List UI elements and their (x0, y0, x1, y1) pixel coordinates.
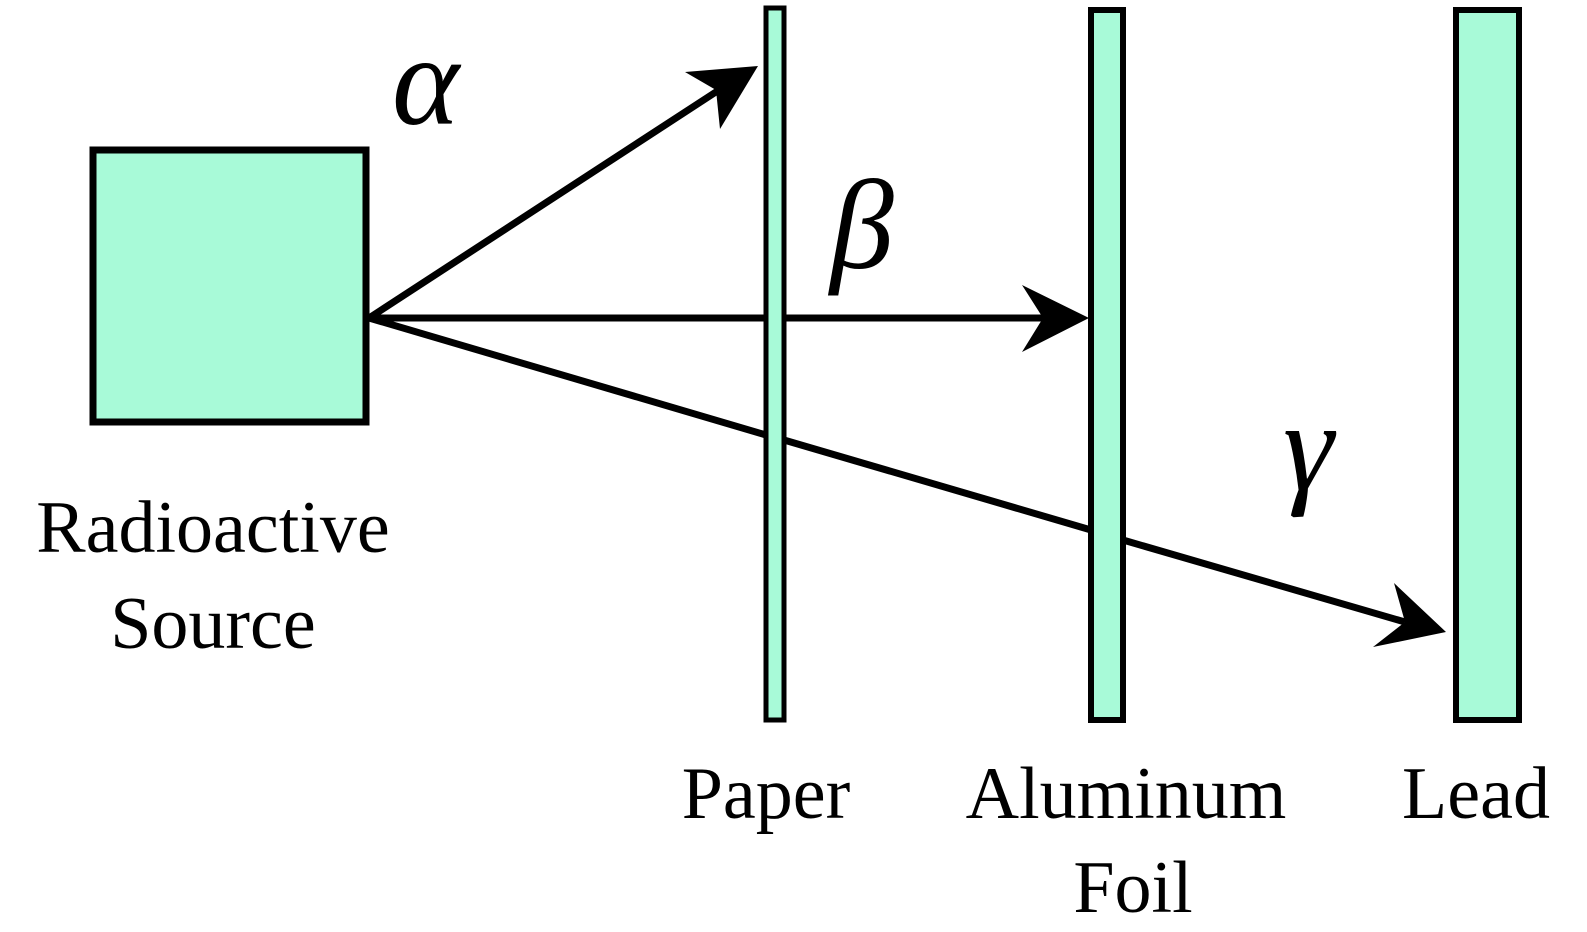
paper-barrier (763, 5, 787, 723)
alpha-label: α (392, 10, 462, 152)
beta-ray-arrowhead (1022, 285, 1089, 352)
aluminum-foil-barrier (1088, 7, 1126, 723)
gamma-ray-arrowhead (1373, 583, 1446, 647)
alpha-ray-line (367, 85, 724, 321)
aluminum-label-line1: Aluminum (966, 753, 1287, 835)
radioactive-source-box (89, 146, 370, 426)
gamma-ray-segment-1 (368, 314, 767, 439)
source-label-line2: Source (110, 583, 316, 665)
paper-label: Paper (682, 753, 851, 835)
beta-label: β (827, 154, 894, 296)
aluminum-label-line2: Foil (1073, 847, 1192, 929)
gamma-ray-segment-2 (783, 436, 1092, 534)
gamma-label: γ (1283, 376, 1337, 518)
alpha-ray-arrowhead (685, 66, 758, 129)
source-label-line1: Radioactive (36, 487, 389, 569)
lead-label: Lead (1402, 753, 1550, 835)
lead-barrier (1453, 7, 1522, 723)
gamma-ray-segment-3 (1122, 536, 1406, 626)
